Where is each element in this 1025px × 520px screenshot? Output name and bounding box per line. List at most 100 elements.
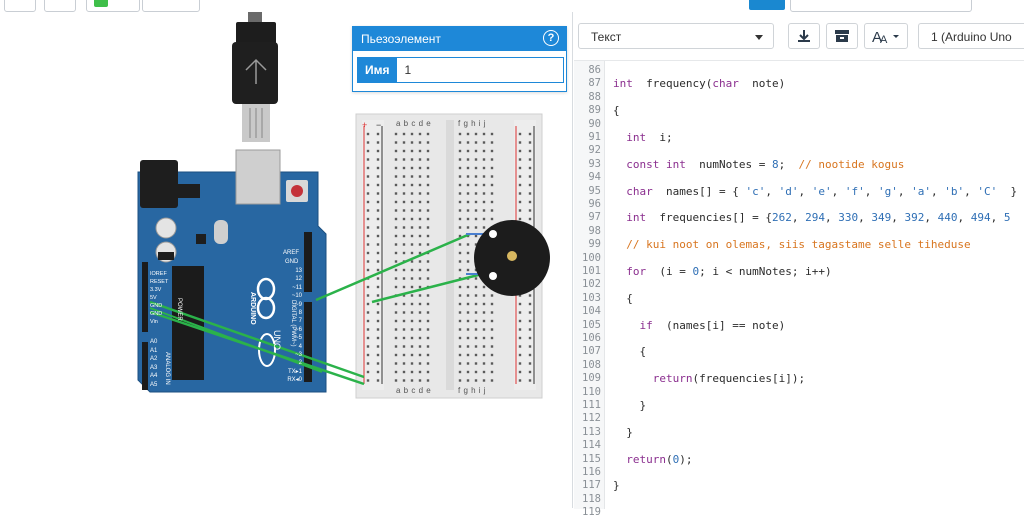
analog-pin-label: A1: [150, 347, 158, 354]
code-line[interactable]: 94: [574, 171, 1024, 184]
line-text: // kui noot on olemas, siis tagastame se…: [626, 238, 971, 252]
library-box-icon: [835, 30, 849, 42]
line-text: const int numNotes = 8; // nootide kogus: [626, 157, 905, 171]
code-line[interactable]: 108: [574, 359, 1024, 372]
code-line[interactable]: 109 return(frequencies[i]);: [574, 372, 1024, 385]
code-line[interactable]: 90: [574, 118, 1024, 131]
power-pin-label: Vin: [150, 319, 158, 325]
piezo-buzzer[interactable]: [474, 220, 550, 296]
line-number: 101: [582, 265, 601, 277]
toolbar-button-3[interactable]: [142, 0, 200, 12]
code-line[interactable]: 96: [574, 198, 1024, 211]
line-number: 90: [588, 117, 601, 130]
line-number: 115: [582, 452, 601, 465]
flip-button[interactable]: [244, 0, 272, 10]
name-input[interactable]: [396, 58, 563, 82]
download-button[interactable]: [788, 23, 820, 49]
code-line[interactable]: 98: [574, 225, 1024, 238]
code-line[interactable]: 97 int frequencies[] = {262, 294, 330, 3…: [574, 211, 1024, 224]
power-label: POWER: [176, 298, 182, 321]
power-pin-label: RESET: [150, 279, 169, 285]
toolbar-button-1[interactable]: [4, 0, 36, 12]
breadboard-minus-label: −: [376, 120, 382, 130]
line-number: 91: [588, 131, 601, 143]
line-text: {: [613, 104, 620, 118]
rotate-button[interactable]: [206, 0, 234, 10]
line-text: {: [613, 291, 633, 305]
code-line[interactable]: 92: [574, 144, 1024, 157]
line-number: 93: [588, 157, 601, 170]
popup-header: Пьезоэлемент ?: [353, 27, 566, 51]
digital-pin-label: 13: [295, 268, 302, 274]
analog-pin-label: A2: [150, 356, 158, 362]
line-text: }: [613, 479, 620, 493]
line-text: return(frequencies[i]);: [652, 372, 806, 386]
code-mode-select[interactable]: Текст: [578, 23, 774, 49]
device-select[interactable]: 1 (Arduino Uno: [918, 23, 1024, 49]
code-line[interactable]: 113 }: [574, 426, 1024, 439]
power-pin-label: GND: [150, 303, 163, 309]
line-number: 107: [582, 345, 601, 358]
code-line[interactable]: 100: [574, 252, 1024, 265]
line-number: 95: [588, 184, 601, 197]
line-text: return(0);: [626, 452, 693, 466]
svg-text:A: A: [872, 29, 882, 46]
code-line[interactable]: 117}: [574, 479, 1024, 492]
code-line[interactable]: 89{: [574, 104, 1024, 117]
code-line[interactable]: 88: [574, 91, 1024, 104]
libraries-button[interactable]: [826, 23, 858, 49]
code-line[interactable]: 105 if (names[i] == note): [574, 319, 1024, 332]
code-line[interactable]: 116: [574, 466, 1024, 479]
line-number: 117: [582, 479, 601, 492]
code-line[interactable]: 103 {: [574, 292, 1024, 305]
digital-pin-label: ~5: [295, 335, 302, 342]
code-line[interactable]: 99 // kui noot on olemas, siis tagastame…: [574, 238, 1024, 251]
breadboard-columns-left-bottom: a b c d e: [396, 386, 432, 395]
line-number: 87: [588, 77, 601, 90]
popup-title: Пьезоэлемент: [361, 32, 441, 46]
analog-label: ANALOG IN: [164, 352, 170, 385]
line-number: 97: [588, 211, 601, 224]
code-line[interactable]: 102: [574, 278, 1024, 291]
code-line[interactable]: 91 int i;: [574, 131, 1024, 144]
code-line[interactable]: 106: [574, 332, 1024, 345]
code-line[interactable]: 93 const int numNotes = 8; // nootide ko…: [574, 158, 1024, 171]
toolbar-button-2[interactable]: [44, 0, 76, 12]
line-number: 111: [582, 399, 601, 411]
code-line[interactable]: 114: [574, 439, 1024, 452]
code-line[interactable]: 95 char names[] = { 'c', 'd', 'e', 'f', …: [574, 185, 1024, 198]
line-number: 100: [582, 251, 601, 264]
code-line[interactable]: 101 for (i = 0; i < numNotes; i++): [574, 265, 1024, 278]
code-line[interactable]: 111 }: [574, 399, 1024, 412]
help-icon[interactable]: ?: [543, 30, 559, 46]
digital-pin-label: TX▸1: [287, 368, 302, 375]
line-number: 86: [588, 64, 601, 76]
start-indicator: [94, 0, 108, 7]
circuit-drawing: [137, 12, 550, 399]
line-number: 113: [582, 425, 601, 438]
digital-pin-label: RX◂0: [287, 377, 302, 384]
line-number: 98: [588, 224, 601, 237]
code-line[interactable]: 104: [574, 305, 1024, 318]
code-line[interactable]: 110: [574, 386, 1024, 399]
digital-pin-label: 7: [298, 318, 302, 325]
start-simulation-button[interactable]: [790, 0, 972, 12]
breadboard-columns-left: a b c d e: [396, 119, 432, 128]
line-text: }: [613, 399, 647, 412]
code-line[interactable]: 115 return(0);: [574, 453, 1024, 466]
arduino-model-label: UNO: [272, 330, 282, 350]
line-number: 110: [582, 385, 601, 398]
code-line[interactable]: 86: [574, 64, 1024, 77]
line-text: int i;: [626, 131, 673, 144]
code-view-button[interactable]: [749, 0, 785, 10]
code-line[interactable]: 118: [574, 493, 1024, 506]
code-line[interactable]: 107 {: [574, 345, 1024, 358]
line-number: 105: [582, 318, 601, 331]
code-line[interactable]: 112: [574, 412, 1024, 425]
line-number: 108: [582, 358, 601, 371]
code-line[interactable]: 119: [574, 506, 1024, 519]
